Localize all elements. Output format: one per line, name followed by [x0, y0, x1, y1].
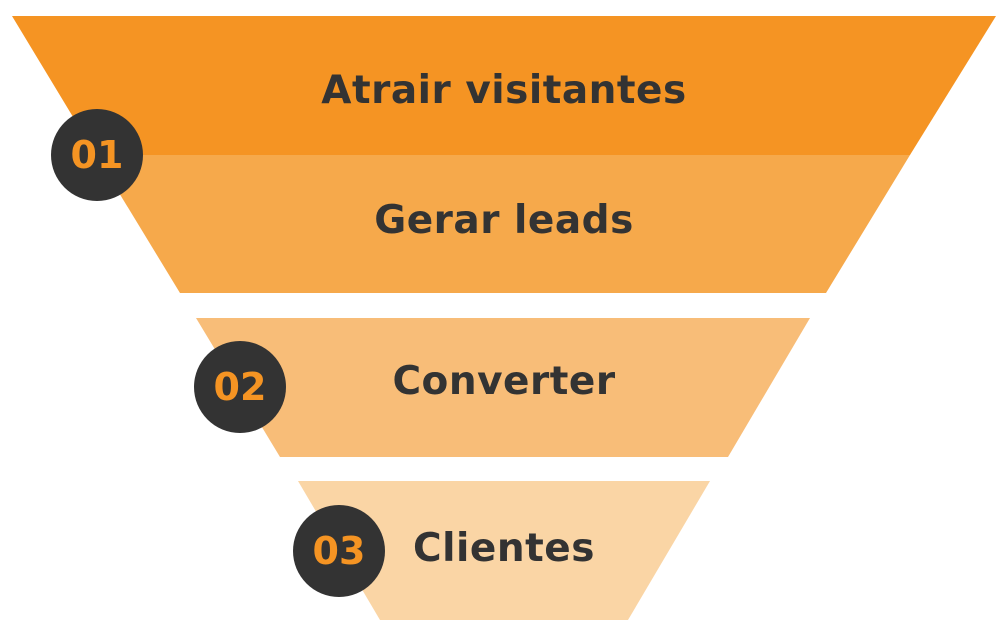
funnel-stage-2-shape [96, 155, 910, 293]
step-badge-03-number: 03 [312, 529, 366, 573]
stage-label-attract-visitors: Atrair visitantes [321, 68, 687, 113]
step-badge-01: 01 [51, 109, 143, 201]
step-badge-01-number: 01 [70, 133, 124, 177]
stage-label-clients: Clientes [413, 526, 595, 571]
funnel-stage-4-shape [298, 481, 710, 620]
funnel-stage-3-shape [196, 318, 810, 457]
step-badge-03: 03 [293, 505, 385, 597]
step-badge-02-number: 02 [213, 365, 267, 409]
stage-label-generate-leads: Gerar leads [374, 198, 634, 243]
funnel-stage-1-shape [12, 16, 996, 155]
stage-label-convert: Converter [392, 359, 616, 404]
step-badge-02: 02 [194, 341, 286, 433]
